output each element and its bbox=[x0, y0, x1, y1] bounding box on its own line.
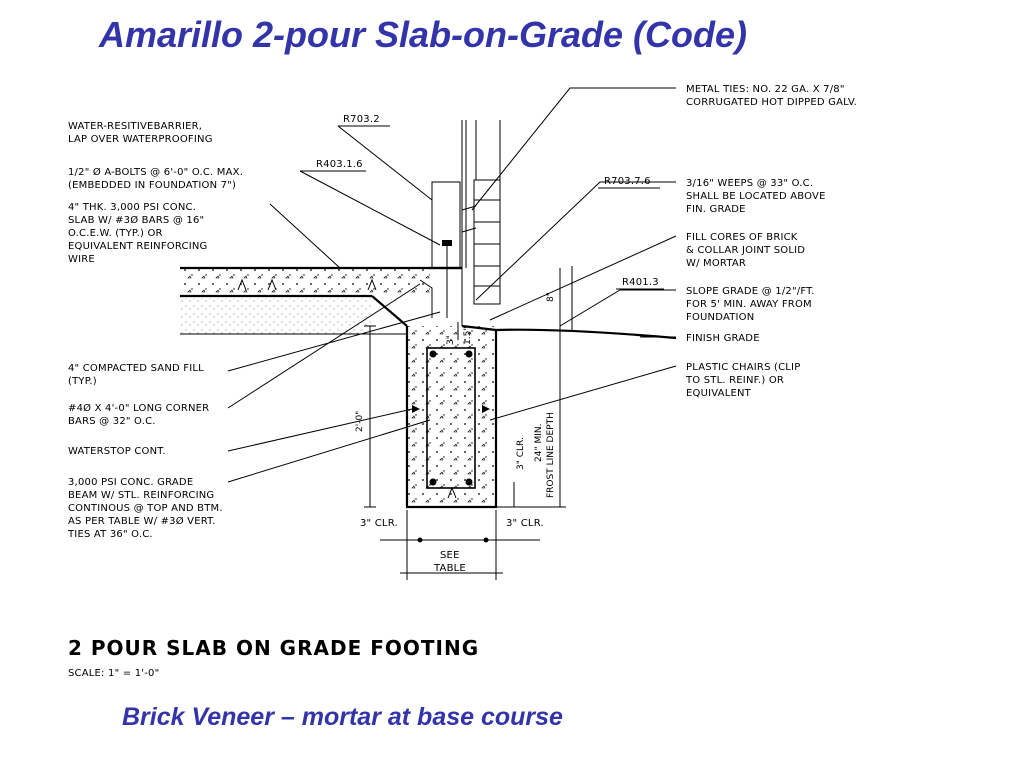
note-finish-grade: FINISH GRADE bbox=[686, 333, 760, 344]
concrete-slab bbox=[180, 268, 430, 296]
note-bolts-line-1: 1/2" Ø A-BOLTS @ 6'-0" O.C. MAX. bbox=[68, 166, 243, 178]
note-beam-line-2: BEAM W/ STL. REINFORCING bbox=[68, 490, 214, 501]
note-corner-line-1: #4Ø X 4'-0" LONG CORNER bbox=[68, 402, 209, 414]
note-waterstop: WATERSTOP CONT. bbox=[68, 446, 166, 457]
note-chairs-line-1: PLASTIC CHAIRS (CLIP bbox=[686, 362, 800, 373]
note-slope-line-3: FOUNDATION bbox=[686, 312, 754, 323]
note-beam-line-4: AS PER TABLE W/ #3Ø VERT. bbox=[68, 515, 216, 527]
dim-depth: 2'-0" bbox=[355, 411, 365, 432]
dim-slab-offset-2: 1.5" bbox=[463, 327, 473, 345]
dim-clr-vert: 3" CLR. bbox=[516, 437, 526, 470]
slide-subtitle: Brick Veneer – mortar at base course bbox=[122, 703, 563, 731]
note-corner-line-2: BARS @ 32" O.C. bbox=[68, 416, 156, 427]
section-geometry bbox=[180, 120, 677, 580]
note-ties-line-1: METAL TIES: NO. 22 GA. X 7/8" bbox=[686, 84, 845, 95]
note-fill-line-1: FILL CORES OF BRICK bbox=[686, 232, 798, 243]
dim-slab-offset: 3" bbox=[446, 335, 456, 345]
note-slope-line-2: FOR 5' MIN. AWAY FROM bbox=[686, 299, 812, 310]
note-sand-line-1: 4" COMPACTED SAND FILL bbox=[68, 363, 204, 374]
drawing-scale: SCALE: 1" = 1'-0" bbox=[68, 668, 159, 679]
code-references: R703.2 R403.1.6 R703.7.6 R401.3 bbox=[300, 114, 664, 290]
note-beam-line-3: CONTINOUS @ TOP AND BTM. bbox=[68, 503, 223, 514]
drawing-heading: 2 POUR SLAB ON GRADE FOOTING bbox=[68, 636, 479, 660]
dim-frost-1: 24" MIN. bbox=[534, 424, 544, 462]
note-slab-line-4: EQUIVALENT REINFORCING bbox=[68, 241, 208, 252]
wall-insulation bbox=[431, 181, 461, 269]
note-barrier-line-1: WATER-RESITIVEBARRIER, bbox=[68, 121, 202, 132]
note-beam-line-1: 3,000 PSI CONC. GRADE bbox=[68, 477, 193, 488]
leader-lines bbox=[227, 87, 677, 483]
dim-clr-right: 3" CLR. bbox=[506, 518, 544, 529]
note-fill-line-3: W/ MORTAR bbox=[686, 258, 746, 269]
note-slab-line-2: SLAB W/ #3Ø BARS @ 16" bbox=[68, 214, 204, 226]
grade-beam bbox=[407, 326, 496, 507]
dim-table-2: TABLE bbox=[433, 563, 466, 574]
note-ties-line-2: CORRUGATED HOT DIPPED GALV. bbox=[686, 97, 857, 108]
ref-r4031: R403.1.6 bbox=[316, 159, 363, 170]
ref-r7032: R703.2 bbox=[343, 114, 380, 125]
note-beam-line-5: TIES AT 36" O.C. bbox=[67, 529, 153, 540]
note-barrier-line-2: LAP OVER WATERPROOFING bbox=[68, 134, 213, 145]
note-chairs-line-2: TO STL. REINF.) OR bbox=[685, 375, 784, 386]
right-notes: METAL TIES: NO. 22 GA. X 7/8" CORRUGATED… bbox=[685, 84, 857, 399]
note-sand-line-2: (TYP.) bbox=[68, 376, 97, 387]
left-notes: WATER-RESITIVEBARRIER, LAP OVER WATERPRO… bbox=[67, 121, 243, 540]
note-slab-line-3: O.C.E.W. (TYP.) OR bbox=[68, 228, 163, 239]
dim-grade: 8" bbox=[546, 292, 556, 302]
stirrup bbox=[426, 347, 476, 489]
note-chairs-line-3: EQUIVALENT bbox=[686, 388, 752, 399]
note-slab-line-5: WIRE bbox=[68, 254, 95, 265]
dim-frost-2: FROST LINE DEPTH bbox=[546, 412, 556, 498]
slide-title: Amarillo 2-pour Slab-on-Grade (Code) bbox=[99, 14, 748, 55]
note-weeps-line-1: 3/16" WEEPS @ 33" O.C. bbox=[686, 178, 813, 189]
note-weeps-line-2: SHALL BE LOCATED ABOVE bbox=[686, 191, 826, 202]
note-slope-line-1: SLOPE GRADE @ 1/2"/FT. bbox=[686, 286, 815, 297]
note-slab-line-1: 4" THK. 3,000 PSI CONC. bbox=[68, 202, 196, 213]
sand-fill bbox=[180, 298, 372, 334]
note-weeps-line-3: FIN. GRADE bbox=[686, 204, 746, 215]
ref-r4013: R401.3 bbox=[622, 277, 659, 288]
finish-grade bbox=[495, 328, 677, 340]
ref-r7036: R703.7.6 bbox=[604, 176, 651, 187]
dimension-labels: 2'-0" 8" 3" CLR. 24" MIN. FROST LINE DEP… bbox=[355, 292, 556, 574]
note-fill-line-2: & COLLAR JOINT SOLID bbox=[686, 245, 805, 256]
brick-veneer bbox=[473, 120, 501, 305]
note-bolts-line-2: (EMBEDDED IN FOUNDATION 7") bbox=[68, 180, 236, 191]
dim-clr-left: 3" CLR. bbox=[360, 518, 398, 529]
dim-table-1: SEE bbox=[440, 550, 460, 561]
